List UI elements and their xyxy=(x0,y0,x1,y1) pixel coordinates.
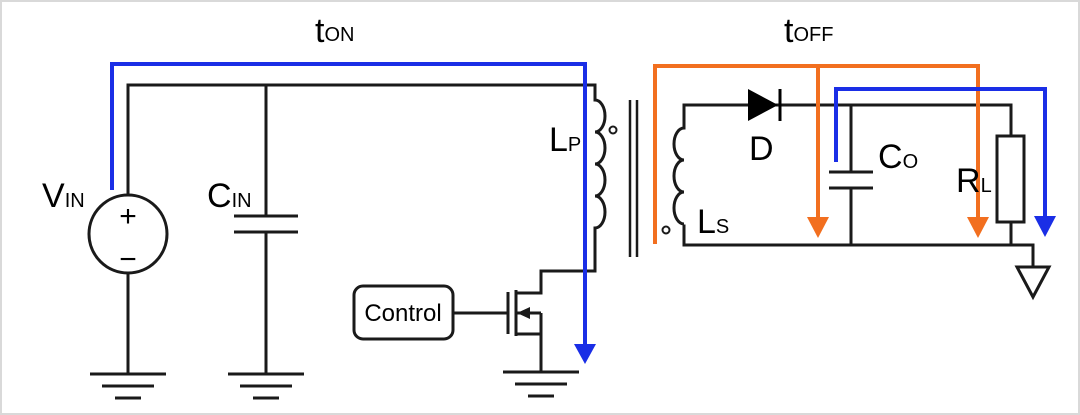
vin-ground-icon xyxy=(90,372,166,400)
mosfet-arrow-icon xyxy=(517,307,530,319)
ton-label: tON xyxy=(315,12,354,50)
secondary-bottom-wire xyxy=(682,220,1013,247)
lp-to-drain-wire xyxy=(539,226,597,295)
output-ground-icon xyxy=(1014,265,1052,301)
secondary-inductor-ls xyxy=(672,126,685,226)
primary-inductor-lp xyxy=(594,98,607,230)
lp-label: LP xyxy=(549,121,581,159)
rl-label: RL xyxy=(956,162,992,200)
toff-current-path xyxy=(653,64,980,244)
vin-minus-sign: − xyxy=(119,243,137,276)
co-label: CO xyxy=(878,138,918,176)
load-resistor-rl xyxy=(995,134,1026,224)
toff-rl-arrow-icon xyxy=(967,217,989,238)
load-ground-wire xyxy=(1009,243,1035,269)
control-block: Control xyxy=(352,284,455,341)
transformer-core xyxy=(628,100,639,257)
diode-icon xyxy=(748,89,782,121)
toff-label: tOFF xyxy=(784,12,833,50)
primary-polarity-dot xyxy=(608,125,618,135)
wires xyxy=(126,83,1035,376)
ls-top-wire xyxy=(682,103,772,130)
toff-co-arrow-icon xyxy=(807,217,829,238)
cin-ground-icon xyxy=(228,372,304,400)
secondary-polarity-dot xyxy=(661,225,671,235)
load-current-path xyxy=(834,87,1056,237)
diode-body xyxy=(748,89,778,121)
diode-label: D xyxy=(749,130,774,168)
vin-source-circle xyxy=(87,193,169,275)
primary-top-wire xyxy=(126,83,597,197)
control-label: Control xyxy=(364,300,441,327)
mosfet-ground-icon xyxy=(503,370,579,398)
ls-label: LS xyxy=(697,203,729,241)
load-arrow-icon xyxy=(1034,216,1056,237)
ton-path-line xyxy=(110,62,587,348)
ton-arrow-icon xyxy=(574,344,596,364)
cin-label: CIN xyxy=(207,177,252,215)
ground-symbols xyxy=(90,370,579,400)
load-path-line xyxy=(834,87,1047,220)
vin-plus-sign: + xyxy=(119,200,137,233)
cin-capacitor xyxy=(234,214,298,234)
vin-label: VIN xyxy=(42,177,85,215)
vin-source: + − xyxy=(87,193,169,276)
ton-current-path xyxy=(110,62,596,364)
control-box xyxy=(352,284,455,341)
co-capacitor xyxy=(829,170,873,190)
